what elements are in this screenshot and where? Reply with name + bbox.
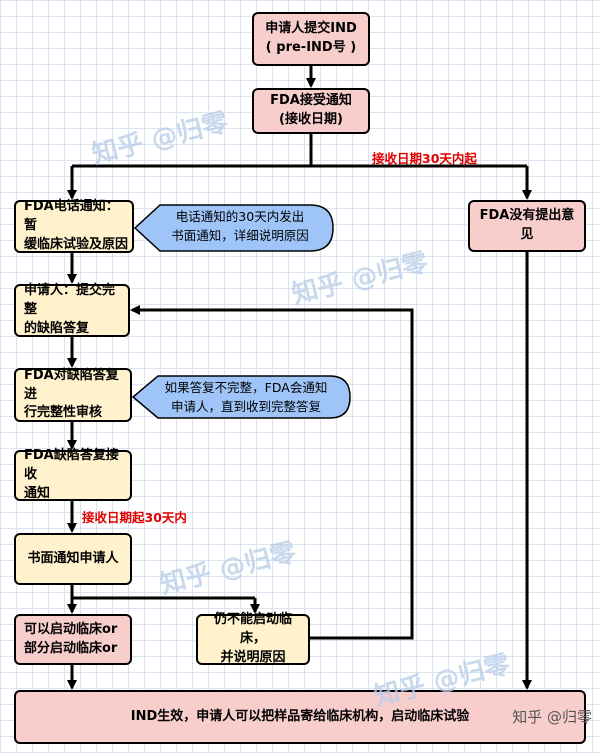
arrow-loop-back-to-applicant — [130, 305, 414, 640]
fda-receive-node: FDA接受通知 (接收日期) — [252, 88, 370, 134]
within-30-days-reply-label: 接收日期起30天内 — [82, 510, 187, 525]
can-start-node: 可以启动临床or 部分启动临床or — [14, 614, 132, 665]
written-notice-node: 书面通知申请人 — [14, 533, 132, 585]
phone-note-callout-shape — [133, 204, 334, 252]
phone-note-text: 电话通知的30天内发出 书面通知，详细说明原因 — [171, 209, 309, 243]
fda-phone-notice-node: FDA电话通知：暂 缓临床试验及原因 — [14, 199, 134, 253]
submit-ind-node: 申请人提交IND ( pre-IND号 ) — [252, 12, 370, 66]
fda-received-reply-node: FDA缺陷答复接收 通知 — [14, 448, 132, 501]
applicant-submit-node: 申请人：提交完整 的缺陷答复 — [14, 283, 130, 337]
fda-review-node: FDA对缺陷答复进 行完整性审核 — [14, 368, 132, 422]
fda-no-comment-node: FDA没有提出意见 — [468, 200, 586, 252]
ind-effective-node: IND生效，申请人可以把样品寄给临床机构，启动临床试验 — [14, 690, 586, 744]
review-note-callout-shape — [131, 375, 351, 419]
brand-watermark: 知乎 @归零 — [512, 708, 592, 726]
cannot-start-node: 仍不能启动临床， 并说明原因 — [196, 612, 310, 665]
within-30-days-receive-label: 接收日期30天内起 — [372, 151, 477, 166]
review-note-text: 如果答复不完整，FDA会通知 申请人，直到收到完整答复 — [164, 380, 328, 414]
